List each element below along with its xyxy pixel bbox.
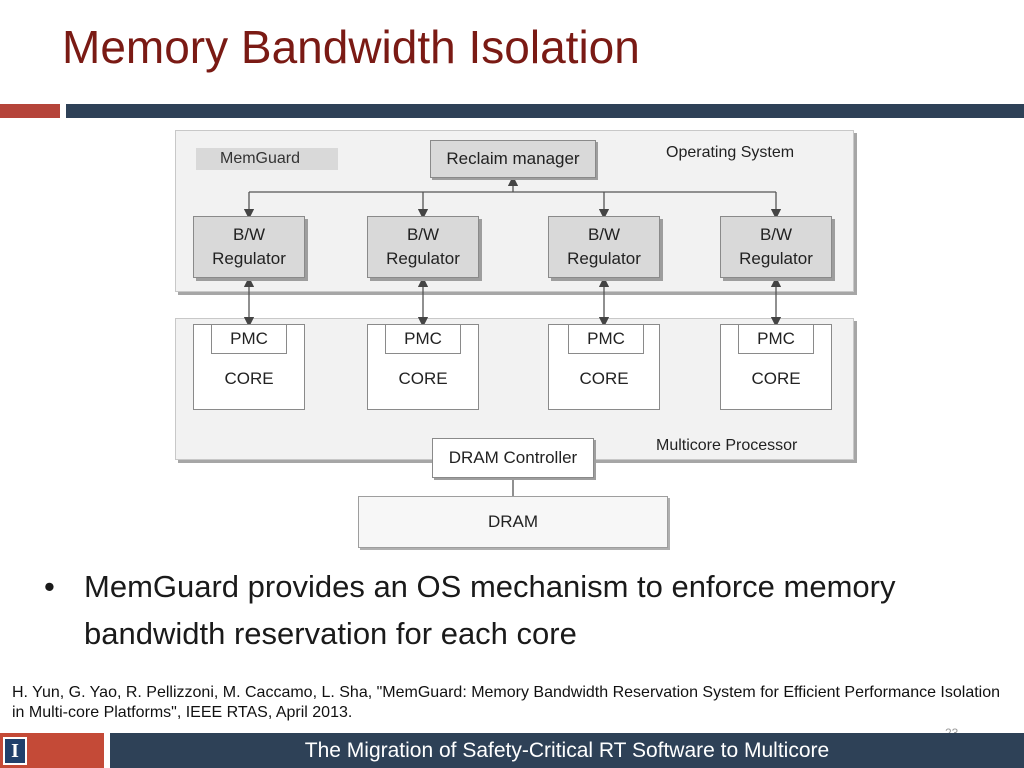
- dram-box: DRAM: [358, 496, 668, 548]
- bw-regulator-box: B/W Regulator: [367, 216, 479, 278]
- university-logo-icon: I: [3, 737, 27, 765]
- dram-controller-box: DRAM Controller: [432, 438, 594, 478]
- reclaim-manager-box: Reclaim manager: [430, 140, 596, 178]
- pmc-box: PMC: [211, 324, 287, 354]
- pmc-box: PMC: [385, 324, 461, 354]
- memguard-tag: MemGuard: [196, 148, 338, 170]
- bw-regulator-box: B/W Regulator: [548, 216, 660, 278]
- multicore-label: Multicore Processor: [656, 437, 798, 454]
- bw-regulator-box: B/W Regulator: [720, 216, 832, 278]
- pmc-box: PMC: [738, 324, 814, 354]
- title-rule-blue: [66, 104, 1024, 118]
- connector-lines: [243, 175, 782, 496]
- memguard-diagram: MemGuard Operating System Multicore Proc…: [175, 130, 854, 548]
- bw-regulator-box: B/W Regulator: [193, 216, 305, 278]
- bullet-dot: •: [44, 569, 55, 604]
- footer-bar: The Migration of Safety-Critical RT Soft…: [110, 733, 1024, 768]
- citation: H. Yun, G. Yao, R. Pellizzoni, M. Caccam…: [12, 684, 1001, 721]
- title-rule-red: [0, 104, 60, 118]
- os-label: Operating System: [666, 144, 795, 161]
- footer-text: The Migration of Safety-Critical RT Soft…: [304, 738, 830, 762]
- bullet-text: MemGuard provides an OS mechanism to enf…: [84, 569, 896, 651]
- slide-title: Memory Bandwidth Isolation: [62, 21, 640, 73]
- pmc-box: PMC: [568, 324, 644, 354]
